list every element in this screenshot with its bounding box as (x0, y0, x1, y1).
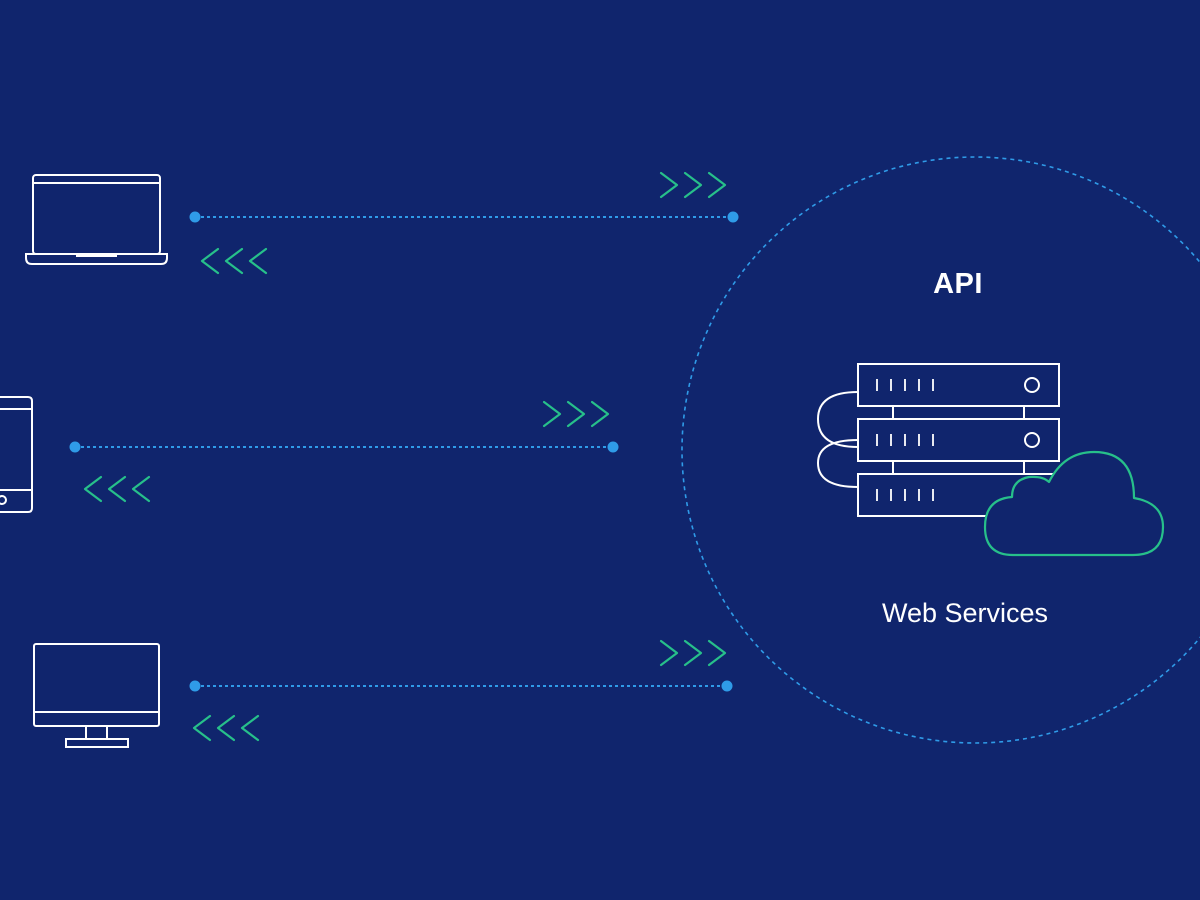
phone-icon (0, 396, 33, 513)
chevron-right-icon (566, 400, 586, 428)
chevron-left-icon (248, 247, 268, 275)
chevron-left-icon (107, 475, 127, 503)
service-boundary (681, 156, 1200, 744)
connector-start-dot (189, 211, 201, 223)
connector-start-dot (189, 680, 201, 692)
chevron-left-icon (83, 475, 103, 503)
chevron-right-icon (542, 400, 562, 428)
chevron-left-icon (200, 247, 220, 275)
connector-end-dot (721, 680, 733, 692)
cable-icon (816, 439, 859, 488)
outgoing-arrows-laptop (659, 171, 727, 199)
chevron-left-icon (131, 475, 151, 503)
incoming-arrows-phone (83, 475, 151, 503)
connector-monitor (189, 680, 733, 692)
chevron-left-icon (216, 714, 236, 742)
chevron-left-icon (224, 247, 244, 275)
connector-end-dot (727, 211, 739, 223)
chevron-right-icon (707, 639, 727, 667)
connector-phone (69, 441, 619, 453)
outgoing-arrows-phone (542, 400, 610, 428)
chevron-right-icon (683, 639, 703, 667)
chevron-left-icon (240, 714, 260, 742)
chevron-right-icon (590, 400, 610, 428)
monitor-icon (33, 643, 160, 748)
web-services-label: Web Services (881, 598, 1049, 628)
connector-laptop (189, 211, 739, 223)
connector-end-dot (607, 441, 619, 453)
outgoing-arrows-monitor (659, 639, 727, 667)
connector-start-dot (69, 441, 81, 453)
laptop-icon (25, 174, 168, 265)
chevron-right-icon (659, 639, 679, 667)
chevron-left-icon (192, 714, 212, 742)
incoming-arrows-monitor (192, 714, 260, 742)
api-title: API (933, 268, 983, 300)
chevron-right-icon (707, 171, 727, 199)
incoming-arrows-laptop (200, 247, 268, 275)
chevron-right-icon (683, 171, 703, 199)
cable-icon (816, 391, 859, 448)
cloud-icon (983, 450, 1165, 557)
chevron-right-icon (659, 171, 679, 199)
